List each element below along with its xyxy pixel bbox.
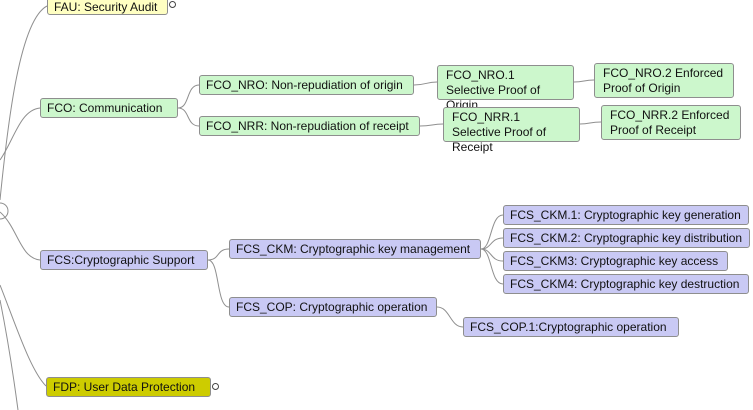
edge-root-fau <box>0 5 48 201</box>
node-fdp[interactable]: FDP: User Data Protection <box>46 377 211 397</box>
collapse-toggle-fdp[interactable] <box>212 383 219 390</box>
collapse-toggle-fau[interactable] <box>169 1 176 8</box>
edge-nrr-nrr1 <box>419 123 444 127</box>
node-fcs-ckm-4[interactable]: FCS_CKM4: Cryptographic key destruction <box>503 274 749 294</box>
edge-nro1-nro2 <box>573 79 595 83</box>
node-fcs-cop-1[interactable]: FCS_COP.1:Cryptographic operation <box>463 317 679 337</box>
edge-root-fco <box>0 107 41 161</box>
edge-ckm-1 <box>480 214 504 250</box>
edge-root-fcs <box>0 211 41 261</box>
edge-fco-nro <box>177 84 200 109</box>
edge-ckm-2 <box>480 237 504 250</box>
node-fco-nro[interactable]: FCO_NRO: Non-repudiation of origin <box>199 75 414 95</box>
node-fau[interactable]: FAU: Security Audit <box>47 0 168 15</box>
edge-ckm-4 <box>480 248 504 285</box>
edge-nro-nro1 <box>413 81 438 86</box>
node-fcs-ckm-2[interactable]: FCS_CKM.2: Cryptographic key distributio… <box>503 228 750 248</box>
node-fco-nrr-2[interactable]: FCO_NRR.2 Enforced Proof of Receipt <box>601 105 741 140</box>
edge-fcs-ckm <box>207 248 230 261</box>
node-fco-nrr[interactable]: FCO_NRR: Non-repudiation of receipt <box>199 116 420 136</box>
node-fco-nro-1[interactable]: FCO_NRO.1 Selective Proof of Origin <box>437 65 574 112</box>
branch-knob <box>0 202 9 220</box>
node-fcs[interactable]: FCS:Cryptographic Support <box>40 250 208 270</box>
node-fcs-ckm-1[interactable]: FCS_CKM.1: Cryptographic key generation <box>503 205 749 225</box>
edge-cop-1 <box>436 306 464 328</box>
edge-nrr1-nrr2 <box>579 121 602 125</box>
node-fcs-ckm-3[interactable]: FCS_CKM3: Cryptographic key access <box>503 251 728 271</box>
edge-root-fdp <box>0 284 47 387</box>
node-fcs-cop[interactable]: FCS_COP: Cryptographic operation <box>229 297 437 317</box>
node-fco[interactable]: FCO: Communication <box>40 98 178 118</box>
node-fcs-ckm[interactable]: FCS_CKM: Cryptographic key management <box>229 239 481 259</box>
edge-root-extra <box>0 299 19 410</box>
edge-fco-nrr <box>177 107 200 127</box>
node-fco-nrr-1[interactable]: FCO_NRR.1 Selective Proof of Receipt <box>443 107 580 154</box>
node-fco-nro-2[interactable]: FCO_NRO.2 Enforced Proof of Origin <box>594 63 734 98</box>
edge-fcs-cop <box>207 259 230 308</box>
